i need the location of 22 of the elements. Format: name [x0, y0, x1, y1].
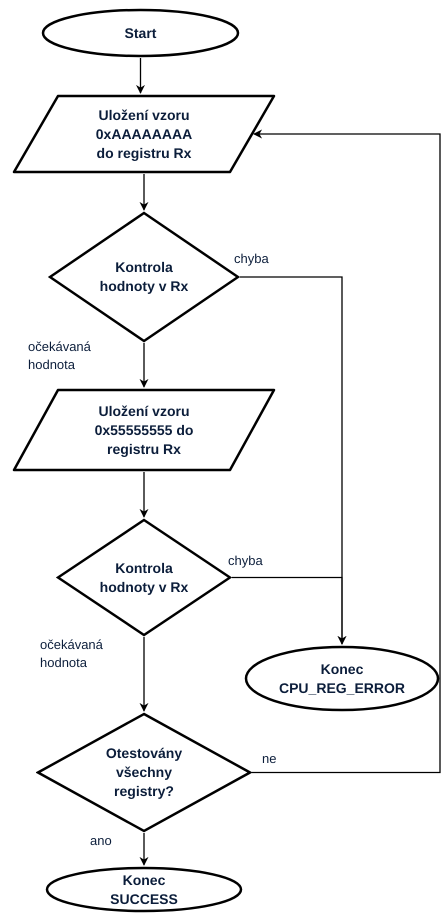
decision-diamond: [36, 712, 252, 833]
terminal-oval: [41, 8, 240, 58]
arrow: [140, 637, 148, 712]
terminal-oval: [45, 866, 243, 913]
node-text: Konec SUCCESS: [109, 870, 179, 908]
node-text: Uložení vzoru 0x55555555 do registru Rx: [94, 402, 194, 458]
arrow: [140, 472, 148, 518]
arrow: [140, 343, 148, 388]
arrow: [140, 833, 148, 866]
terminal-oval: [244, 645, 440, 712]
arrow: [136, 58, 145, 94]
node-text: Start: [124, 24, 156, 42]
node-text: Kontrola hodnoty v Rx: [98, 258, 190, 296]
node-text: Konec CPU_REG_ERROR: [278, 660, 406, 698]
node-text: Uložení vzoru 0xAAAAAAAA do registru Rx: [94, 106, 194, 162]
arrow: [252, 130, 441, 774]
data-parallelogram: [12, 388, 276, 472]
data-parallelogram: [12, 94, 276, 174]
node-text: Kontrola hodnoty v Rx: [98, 558, 190, 596]
node-text: Otestovány všechny registry?: [104, 744, 184, 801]
arrow: [232, 576, 346, 645]
arrow: [140, 174, 148, 211]
